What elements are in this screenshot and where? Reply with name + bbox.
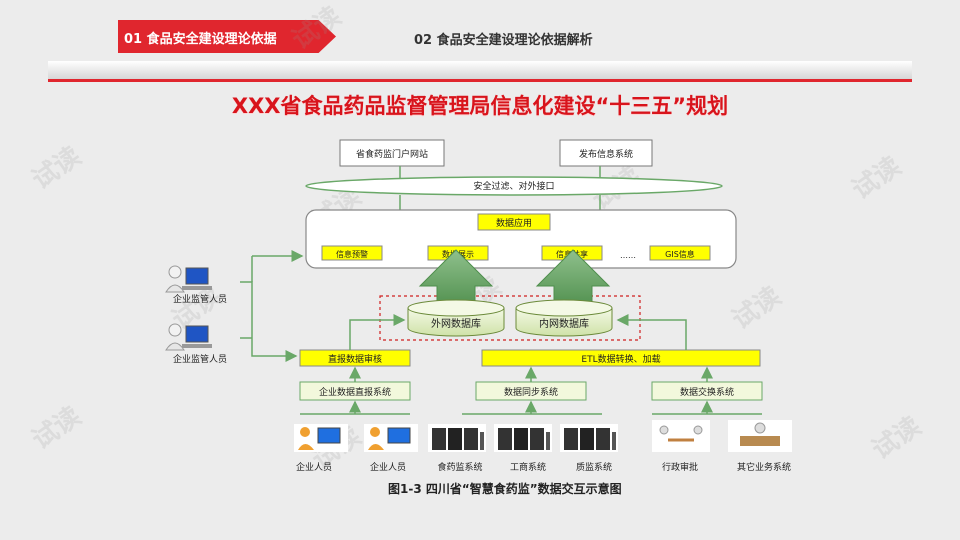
handshake-icon xyxy=(652,420,710,452)
supervisor-icon xyxy=(165,323,212,351)
tab-theory-analysis[interactable]: 02 食品安全建设理论依据解析 xyxy=(414,33,593,48)
svg-text:试读: 试读 xyxy=(287,1,347,55)
review-box xyxy=(299,349,411,367)
bottom-label-other: 其它业务系统 xyxy=(737,461,791,473)
bottom-label-quality: 质监系统 xyxy=(576,461,612,473)
svg-text:试读: 试读 xyxy=(727,281,787,335)
inner-database xyxy=(515,299,613,337)
bottom-label-staff-2: 企业人员 xyxy=(370,461,406,473)
svg-text:试读: 试读 xyxy=(867,411,927,465)
etl-box xyxy=(481,349,761,367)
bottom-label-staff-1: 企业人员 xyxy=(296,461,332,473)
portal-box xyxy=(339,139,445,167)
svg-text:试读: 试读 xyxy=(27,141,87,195)
sync-system-label: 数据同步系统 xyxy=(504,386,558,398)
exchange-system-label: 数据交换系统 xyxy=(680,386,734,398)
figure-caption: 图1-3 四川省“智慧食药监”数据交互示意图 xyxy=(388,482,622,496)
app-item-warning-label: 信息预警 xyxy=(336,249,368,259)
outer-db-label: 外网数据库 xyxy=(431,317,481,330)
svg-text:试读: 试读 xyxy=(27,401,87,455)
server-rack-icon xyxy=(428,424,486,452)
app-item-gis-label: GIS信息 xyxy=(665,249,695,259)
server-rack-icon xyxy=(560,424,618,452)
app-title-box xyxy=(477,213,551,231)
direct-report-system-label: 企业数据直报系统 xyxy=(319,386,391,398)
svg-text:试读: 试读 xyxy=(847,151,907,205)
bottom-label-commerce: 工商系统 xyxy=(510,461,546,473)
bottom-label-fda: 食药监系统 xyxy=(437,461,482,473)
server-rack-icon xyxy=(494,424,552,452)
portal-label: 省食药监门户网站 xyxy=(356,148,428,160)
bottom-label-approval: 行政审批 xyxy=(662,461,698,473)
supervisor-label-1: 企业监管人员 xyxy=(173,293,227,305)
tab-theory-basis[interactable]: 01 食品安全建设理论依据 xyxy=(118,20,336,53)
tab-theory-basis-label: 01 食品安全建设理论依据 xyxy=(124,32,277,47)
review-label: 直报数据审核 xyxy=(328,353,382,365)
page-title: XXX省食品药品监督管理局信息化建设“十三五”规划 xyxy=(231,94,729,118)
inner-db-label: 内网数据库 xyxy=(539,317,589,330)
header-divider-bar xyxy=(48,61,912,82)
publish-label: 发布信息系统 xyxy=(579,148,633,160)
app-item-gis xyxy=(649,245,711,261)
office-worker-icon xyxy=(728,420,792,452)
app-title-label: 数据应用 xyxy=(496,217,532,229)
gateway-label: 安全过滤、对外接口 xyxy=(473,180,554,192)
etl-label: ETL数据转换、加载 xyxy=(581,353,660,365)
app-item-warning xyxy=(321,245,383,261)
enterprise-staff-icon xyxy=(294,424,348,452)
gateway-ellipse xyxy=(305,176,723,196)
enterprise-staff-icon xyxy=(364,424,418,452)
database-zone xyxy=(379,295,641,341)
publish-box xyxy=(559,139,653,167)
supervisor-label-2: 企业监管人员 xyxy=(173,353,227,365)
supervisor-icon xyxy=(165,265,212,293)
app-ellipsis: …… xyxy=(620,251,636,260)
data-application-box xyxy=(305,209,737,269)
outer-database xyxy=(407,299,505,337)
